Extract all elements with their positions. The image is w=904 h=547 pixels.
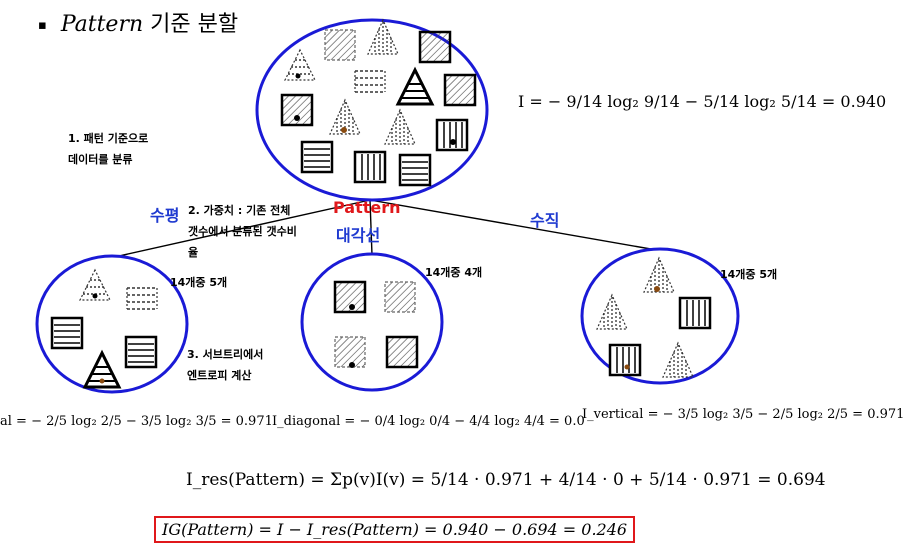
formula-diagonal-entropy: I_diagonal = − 0/4 log₂ 0/4 − 4/4 log₂ 4… — [272, 414, 585, 429]
count-horizontal: 14개중 5개 — [170, 276, 228, 289]
formula-vertical-entropy: I_vertical = − 3/5 log₂ 3/5 − 2/5 log₂ 2… — [582, 407, 904, 422]
node-horizontal — [35, 254, 189, 394]
tree-edges — [109, 199, 669, 259]
formula-root-entropy: I = − 9/14 log₂ 9/14 − 5/14 log₂ 5/14 = … — [518, 92, 887, 111]
note-step2: 2. 가중치 : 기존 전체 갯수에서 분류된 갯수비 율 — [188, 204, 297, 259]
formula-residual: I_res(Pattern) = Σp(v)I(v) = 5/14 · 0.97… — [186, 470, 826, 490]
slide-title: ▪ Pattern 기준 분할 — [38, 6, 238, 38]
branch-label-diagonal: 대각선 — [336, 226, 381, 245]
note-step3: 3. 서브트리에서 엔트로피 계산 — [187, 348, 264, 382]
title-rest: 기준 분할 — [143, 12, 239, 37]
formula-information-gain: IG(Pattern) = I − I_res(Pattern) = 0.940… — [154, 516, 636, 543]
node-vertical — [580, 247, 740, 385]
node-diagonal — [300, 252, 444, 392]
branch-label-pattern: Pattern — [333, 198, 401, 217]
count-diagonal: 14개중 4개 — [425, 266, 483, 279]
branch-label-horizontal: 수평 — [150, 206, 180, 225]
title-pattern: Pattern — [60, 12, 144, 37]
formula-horizontal-entropy: al = − 2/5 log₂ 2/5 − 3/5 log₂ 3/5 = 0.9… — [0, 414, 273, 429]
root-node — [255, 18, 489, 202]
branch-label-vertical: 수직 — [530, 211, 560, 230]
count-vertical: 14개중 5개 — [720, 268, 778, 281]
bullet-icon: ▪ — [38, 17, 47, 33]
note-step1: 1. 패턴 기준으로 데이터를 분류 — [68, 132, 149, 166]
